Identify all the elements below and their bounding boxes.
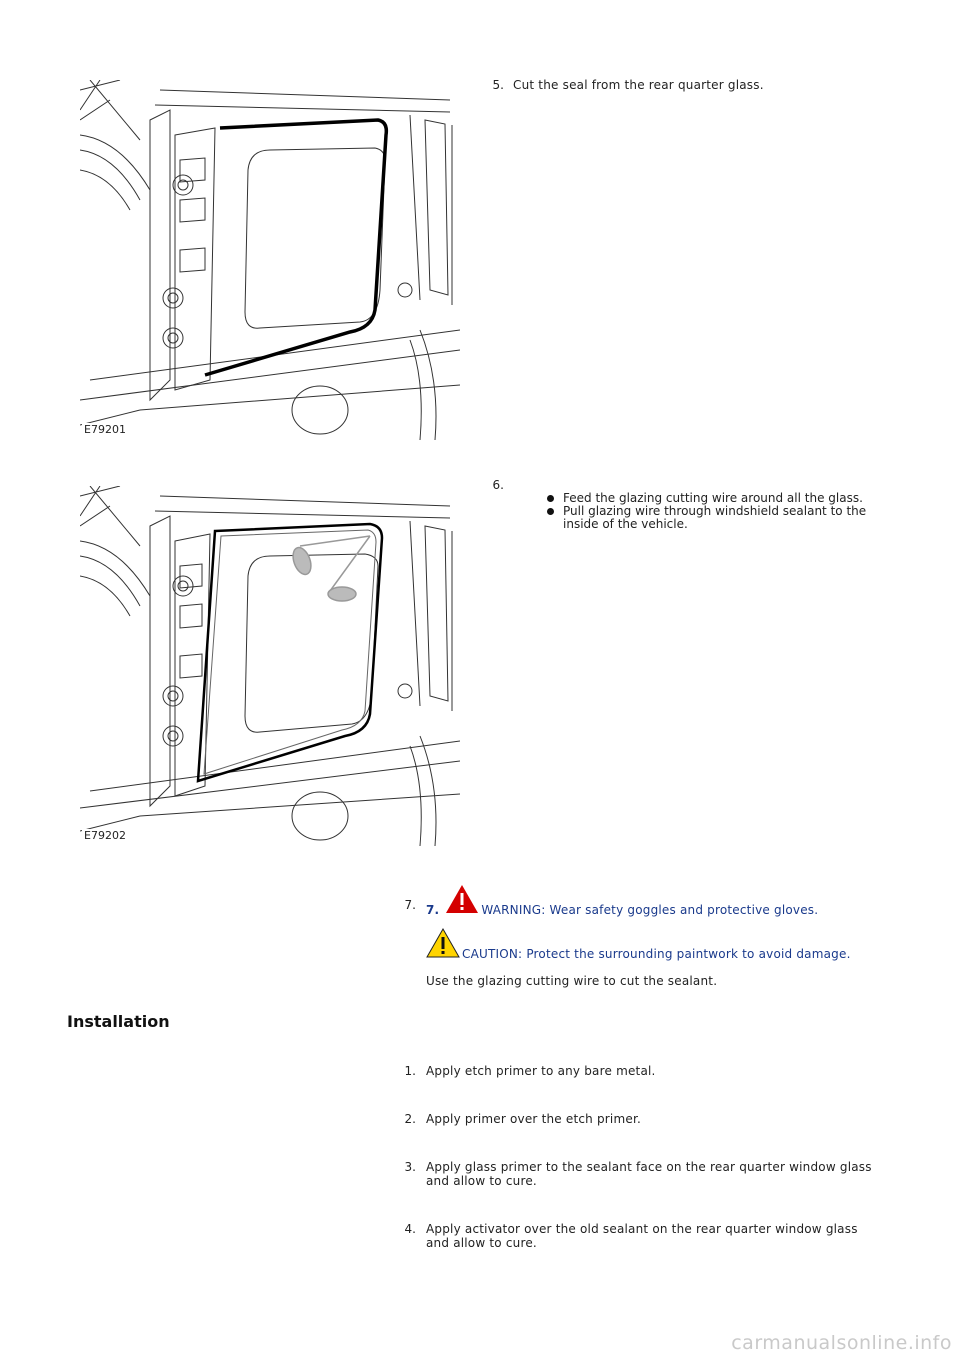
caution-text: CAUTION: Protect the surrounding paintwo…	[462, 947, 851, 961]
step-bold-number: 7.	[426, 903, 440, 917]
caution-line: CAUTION: Protect the surrounding paintwo…	[426, 927, 851, 961]
rear-quarter-glass-illustration	[80, 80, 460, 440]
step-text: Use the glazing cutting wire to cut the …	[426, 974, 718, 988]
glazing-wire-illustration	[80, 486, 460, 846]
step-number: 6.	[492, 478, 504, 492]
step-number: 7.	[404, 898, 416, 912]
step-text: Apply etch primer to any bare metal.	[426, 1064, 656, 1078]
watermark: carmanualsonline.info	[731, 1332, 952, 1354]
step-number: 2.	[404, 1112, 416, 1126]
step-number: 4.	[404, 1222, 416, 1236]
step-text: Cut the seal from the rear quarter glass…	[513, 78, 764, 92]
figure-id-label: E79201	[82, 423, 128, 436]
caution-icon	[426, 927, 460, 961]
warning-text: WARNING: Wear safety goggles and protect…	[481, 903, 819, 917]
step-number: 3.	[404, 1160, 416, 1174]
installation-heading: Installation	[67, 1012, 170, 1031]
figure-e79202: E79202	[80, 486, 460, 846]
warning-icon	[445, 884, 479, 917]
warning-line: 7. WARNING: Wear safety goggles and prot…	[426, 884, 818, 917]
step-bullet-list: Feed the glazing cutting wire around all…	[545, 492, 875, 531]
step-number: 1.	[404, 1064, 416, 1078]
bullet-item: Pull glazing wire through windshield sea…	[545, 505, 875, 531]
step-text: Apply activator over the old sealant on …	[426, 1222, 858, 1250]
bullet-item: Feed the glazing cutting wire around all…	[545, 492, 875, 505]
step-text: Apply primer over the etch primer.	[426, 1112, 641, 1126]
step-number: 5.	[492, 78, 504, 92]
step-text: Apply glass primer to the sealant face o…	[426, 1160, 872, 1188]
figure-e79201: E79201	[80, 80, 460, 440]
figure-id-label: E79202	[82, 829, 128, 842]
